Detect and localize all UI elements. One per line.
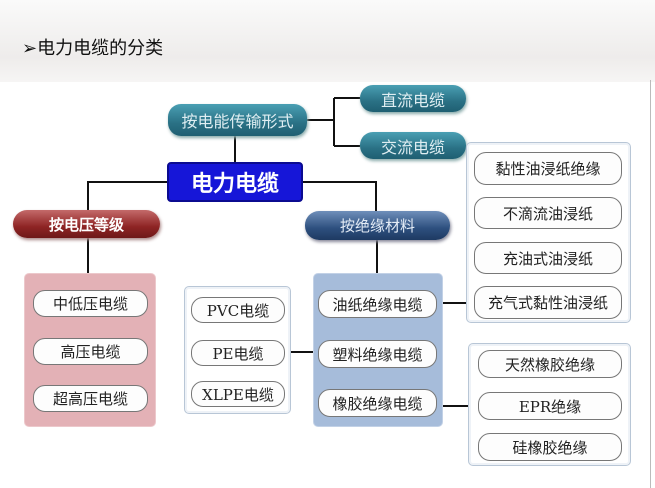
node-plastic-insulated[interactable]: 塑料绝缘电缆 bbox=[318, 340, 437, 368]
node-low-medium-voltage[interactable]: 中低压电缆 bbox=[33, 290, 148, 317]
node-paper-insulated[interactable]: 油纸绝缘电缆 bbox=[318, 290, 437, 318]
node-natural-rubber[interactable]: 天然橡胶绝缘 bbox=[478, 350, 622, 378]
node-gas-filled-paper[interactable]: 充气式黏性油浸纸 bbox=[474, 286, 622, 319]
node-extra-high-voltage[interactable]: 超高压电缆 bbox=[33, 385, 148, 412]
node-rubber-insulated[interactable]: 橡胶绝缘电缆 bbox=[318, 389, 437, 417]
slide-title: ➢电力电缆的分类 bbox=[22, 38, 164, 59]
connector bbox=[307, 97, 360, 147]
node-high-voltage[interactable]: 高压电缆 bbox=[33, 338, 148, 365]
node-ac-cable[interactable]: 交流电缆 bbox=[360, 132, 466, 159]
node-epr[interactable]: EPR绝缘 bbox=[478, 392, 622, 420]
node-pe[interactable]: PE电缆 bbox=[191, 340, 285, 366]
divider bbox=[650, 80, 651, 488]
root-power-cable[interactable]: 电力电缆 bbox=[167, 162, 303, 202]
node-xlpe[interactable]: XLPE电缆 bbox=[191, 381, 285, 407]
category-voltage[interactable]: 按电压等级 bbox=[13, 210, 160, 238]
node-non-draining-paper[interactable]: 不滴流油浸纸 bbox=[474, 197, 622, 229]
node-silicone-rubber[interactable]: 硅橡胶绝缘 bbox=[478, 433, 622, 461]
slide-header bbox=[0, 0, 655, 82]
connector bbox=[87, 181, 167, 210]
category-insulation[interactable]: 按绝缘材料 bbox=[305, 211, 450, 240]
node-dc-cable[interactable]: 直流电缆 bbox=[360, 85, 466, 112]
category-transmission[interactable]: 按电能传输形式 bbox=[168, 104, 307, 136]
node-pvc[interactable]: PVC电缆 bbox=[191, 297, 285, 323]
node-oil-filled-paper[interactable]: 充油式油浸纸 bbox=[474, 242, 622, 274]
node-viscous-oil-paper[interactable]: 黏性油浸纸绝缘 bbox=[474, 152, 622, 185]
connector bbox=[303, 181, 377, 211]
